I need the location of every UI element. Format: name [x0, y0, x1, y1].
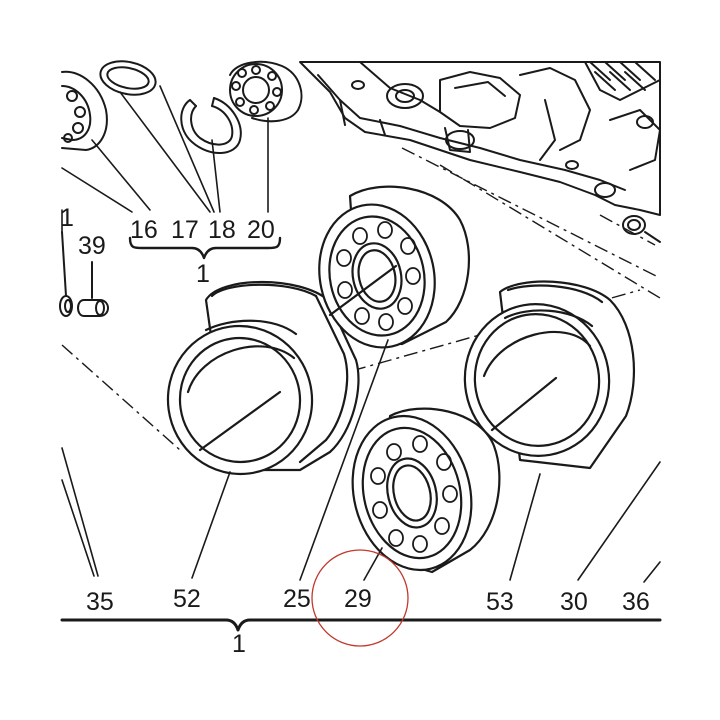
callout-30: 30 [560, 588, 588, 616]
pin-39 [77, 261, 109, 317]
callout-52: 52 [173, 585, 201, 613]
callout-18: 18 [208, 216, 236, 244]
part-52-bearing-cup [166, 281, 360, 476]
part-20-bearing [229, 60, 303, 123]
part-16-bearing-partial [61, 70, 108, 151]
callout-35: 35 [86, 588, 114, 616]
part-29-roller-bearing [351, 407, 501, 574]
callout-1-bottom: 1 [232, 630, 246, 658]
callout-29: 29 [344, 585, 372, 613]
part-53-bearing-cup [463, 280, 635, 470]
callout-25: 25 [283, 585, 311, 613]
callout-20: 20 [247, 216, 275, 244]
callout-16: 16 [130, 216, 158, 244]
callout-53: 53 [486, 588, 514, 616]
gear-housing [299, 61, 661, 216]
group-bracket-bottom [60, 618, 662, 632]
part-17-shim-ring [99, 60, 157, 96]
leaders-top-group [61, 85, 269, 213]
circlip-right [622, 215, 661, 243]
callout-1-left: 1 [60, 204, 74, 232]
highlight-circle [311, 549, 409, 647]
callout-36: 36 [622, 588, 650, 616]
callout-39: 39 [78, 232, 106, 260]
callout-1-group: 1 [196, 260, 210, 288]
group-bracket-top [128, 236, 282, 260]
part-25-roller-bearing [318, 185, 471, 349]
circlip-left [59, 231, 73, 317]
part-18-snap-ring [180, 97, 242, 155]
callout-17: 17 [171, 216, 199, 244]
callout-labels: 16 17 18 20 1 1 39 35 52 25 29 53 30 36 … [60, 204, 650, 658]
